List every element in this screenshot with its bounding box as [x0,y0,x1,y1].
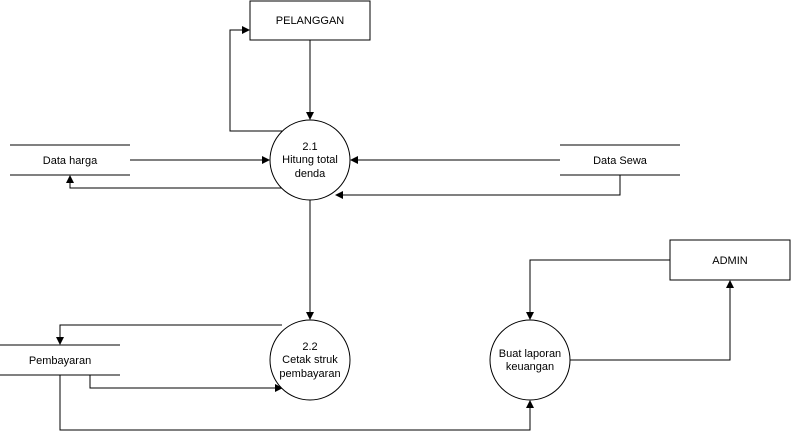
store-pembayaran-label: Pembayaran [29,355,91,367]
entity-admin[interactable]: ADMIN [669,239,791,281]
flow-p22-to-pembayaran [56,324,282,345]
store-data-sewa-label: Data Sewa [593,155,648,167]
process-2-1-number: 2.1 [302,141,317,153]
process-buat-laporan[interactable]: Buat laporan keuangan [489,319,571,401]
flow-datasewa-to-p21-bottom [335,175,621,199]
process-2-2-line1: Cetak struk [282,354,338,366]
process-2-1-line2: denda [295,168,326,180]
process-buat-laporan-line1: Buat laporan [499,348,561,360]
store-data-harga[interactable]: Data harga [10,144,130,176]
flow-p21-to-dataharga [66,175,282,189]
flow-p21-to-pelanggan [229,26,282,132]
flow-admin-to-laporan [526,259,670,320]
store-data-sewa[interactable]: Data Sewa [560,144,680,176]
flow-laporan-to-admin [570,280,734,361]
flow-pembayaran-to-laporan [59,375,534,431]
entity-pelanggan-label: PELANGGAN [276,15,345,27]
process-2-2-number: 2.2 [302,341,317,353]
process-2-1[interactable]: 2.1 Hitung total denda [269,119,351,201]
store-data-harga-label: Data harga [43,155,98,167]
process-2-2[interactable]: 2.2 Cetak struk pembayaran [269,319,351,401]
process-buat-laporan-line2: keuangan [506,361,554,373]
data-flows [56,26,734,431]
entity-admin-label: ADMIN [712,255,748,267]
entity-pelanggan[interactable]: PELANGGAN [249,0,371,41]
process-2-1-line1: Hitung total [282,154,338,166]
process-2-2-line2: pembayaran [279,368,340,380]
store-pembayaran[interactable]: Pembayaran [0,344,120,376]
flow-pembayaran-to-p22 [89,375,283,392]
